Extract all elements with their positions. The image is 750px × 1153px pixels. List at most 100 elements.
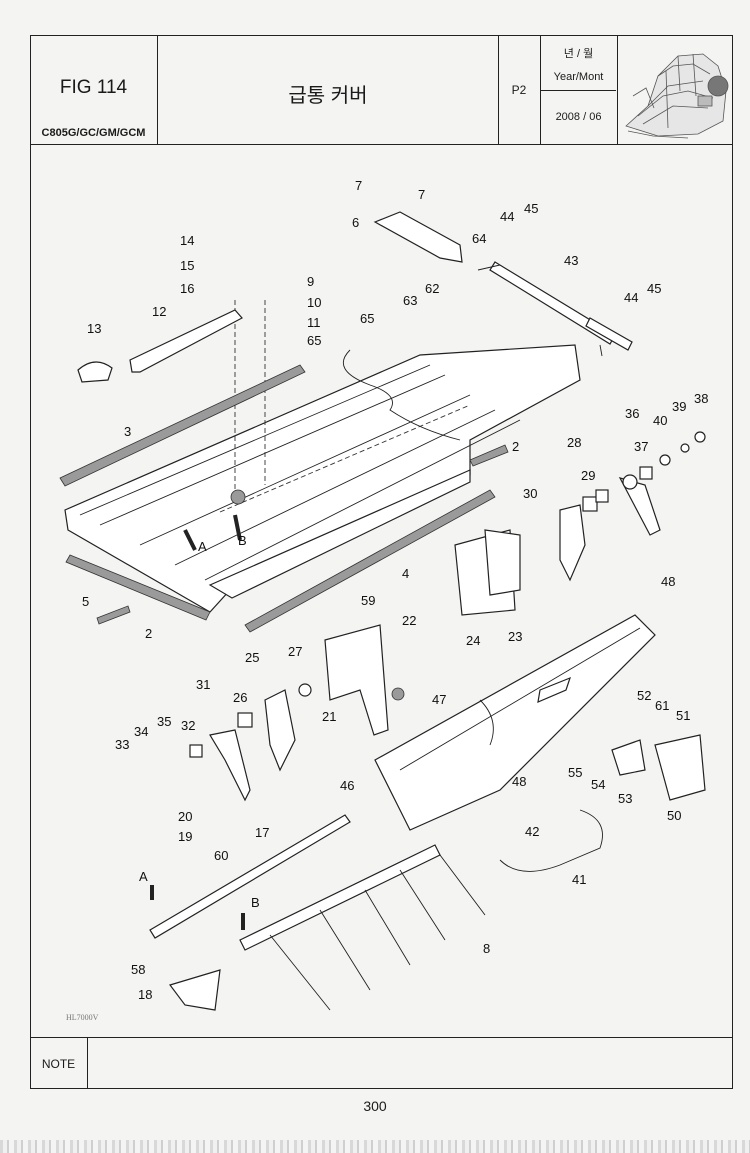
part-label-A: A <box>198 539 207 554</box>
hinge-bracket-6 <box>373 211 463 263</box>
part-label-54: 54 <box>591 777 605 792</box>
part-label-3: 3 <box>124 424 131 439</box>
part-label-46: 46 <box>340 778 354 793</box>
finger-rake-8 <box>239 844 486 1011</box>
part-label-62: 62 <box>425 281 439 296</box>
arrow-a-top <box>183 529 197 551</box>
part-label-29: 29 <box>581 468 595 483</box>
part-label-42: 42 <box>525 824 539 839</box>
part-label-33: 33 <box>115 737 129 752</box>
part-label-48: 48 <box>661 574 675 589</box>
part-label-40: 40 <box>653 413 667 428</box>
part-label-B: B <box>251 895 260 910</box>
part-label-4: 4 <box>402 566 409 581</box>
page-number: 300 <box>363 1098 387 1114</box>
part-label-16: 16 <box>180 281 194 296</box>
part-label-27: 27 <box>288 644 302 659</box>
part-label-2: 2 <box>512 439 519 454</box>
note-label: NOTE <box>30 1038 88 1088</box>
page-code: P2 <box>511 83 527 97</box>
part-label-25: 25 <box>245 650 259 665</box>
page-frame <box>30 35 733 1089</box>
latch-assembly <box>454 431 706 616</box>
date-value: 2008 / 06 <box>555 111 602 123</box>
left-latch-assembly <box>189 624 405 802</box>
part-label-26: 26 <box>233 690 247 705</box>
part-label-55: 55 <box>568 765 582 780</box>
part-label-43: 43 <box>564 253 578 268</box>
part-label-20: 20 <box>178 809 192 824</box>
combine-thumbnail-image <box>625 53 729 139</box>
part-label-13: 13 <box>87 321 101 336</box>
part-label-23: 23 <box>508 629 522 644</box>
model-code: C805G/GC/GM/GCM <box>41 127 146 139</box>
seal-strip-4 <box>244 489 496 633</box>
part-label-12: 12 <box>152 304 166 319</box>
part-label-36: 36 <box>625 406 639 421</box>
part-label-50: 50 <box>667 808 681 823</box>
part-label-21: 21 <box>322 709 336 724</box>
part-label-44: 44 <box>500 209 514 224</box>
date-label-en: Year/Mont <box>553 71 604 83</box>
part-label-28: 28 <box>567 435 581 450</box>
rod-41 <box>499 809 603 872</box>
part-label-53: 53 <box>618 791 632 806</box>
frame-rail-46 <box>374 614 656 831</box>
part-label-A: A <box>139 869 148 884</box>
part-label-22: 22 <box>402 613 416 628</box>
part-label-38: 38 <box>694 391 708 406</box>
part-label-32: 32 <box>181 718 195 733</box>
part-label-65: 65 <box>307 333 321 348</box>
part-label-51: 51 <box>676 708 690 723</box>
bracket-50 <box>654 734 706 801</box>
handle-13 <box>77 361 113 383</box>
seal-strip-5 <box>96 605 131 625</box>
part-label-47: 47 <box>432 692 446 707</box>
part-label-19: 19 <box>178 829 192 844</box>
part-label-7: 7 <box>418 187 425 202</box>
part-label-63: 63 <box>403 293 417 308</box>
note-row: NOTE <box>30 1037 733 1089</box>
gas-strut-43 <box>477 261 633 357</box>
part-label-2: 2 <box>145 626 152 641</box>
part-label-61: 61 <box>655 698 669 713</box>
arrow-b-top <box>233 514 242 541</box>
part-label-64: 64 <box>472 231 486 246</box>
strip-17 <box>149 814 351 939</box>
part-label-15: 15 <box>180 258 194 273</box>
part-label-35: 35 <box>157 714 171 729</box>
fig-cell <box>30 35 158 145</box>
part-label-52: 52 <box>637 688 651 703</box>
bracket-53 <box>611 739 646 776</box>
scan-artifact-strip <box>0 1140 750 1153</box>
seal-strip-3 <box>59 364 306 487</box>
plate-18 <box>169 969 221 1011</box>
part-label-17: 17 <box>255 825 269 840</box>
part-label-45: 45 <box>524 201 538 216</box>
part-label-B: B <box>238 533 247 548</box>
page-title: 급통 커버 <box>288 85 368 107</box>
part-label-14: 14 <box>180 233 194 248</box>
part-label-5: 5 <box>82 594 89 609</box>
part-label-65: 65 <box>360 311 374 326</box>
part-label-37: 37 <box>634 439 648 454</box>
part-label-48: 48 <box>512 774 526 789</box>
date-cell <box>541 35 618 145</box>
drawing-code: HL7000V <box>66 1013 99 1022</box>
part-label-30: 30 <box>523 486 537 501</box>
part-label-44: 44 <box>624 290 638 305</box>
part-label-31: 31 <box>196 677 210 692</box>
date-label-kr: 년 / 월 <box>563 48 594 60</box>
seal-strip-2-lower <box>65 554 211 621</box>
part-label-8: 8 <box>483 941 490 956</box>
part-label-59: 59 <box>361 593 375 608</box>
part-label-24: 24 <box>466 633 480 648</box>
part-label-6: 6 <box>352 215 359 230</box>
part-label-11: 11 <box>307 315 321 330</box>
part-label-60: 60 <box>214 848 228 863</box>
part-label-58: 58 <box>131 962 145 977</box>
part-label-9: 9 <box>307 274 314 289</box>
part-label-7: 7 <box>355 178 362 193</box>
